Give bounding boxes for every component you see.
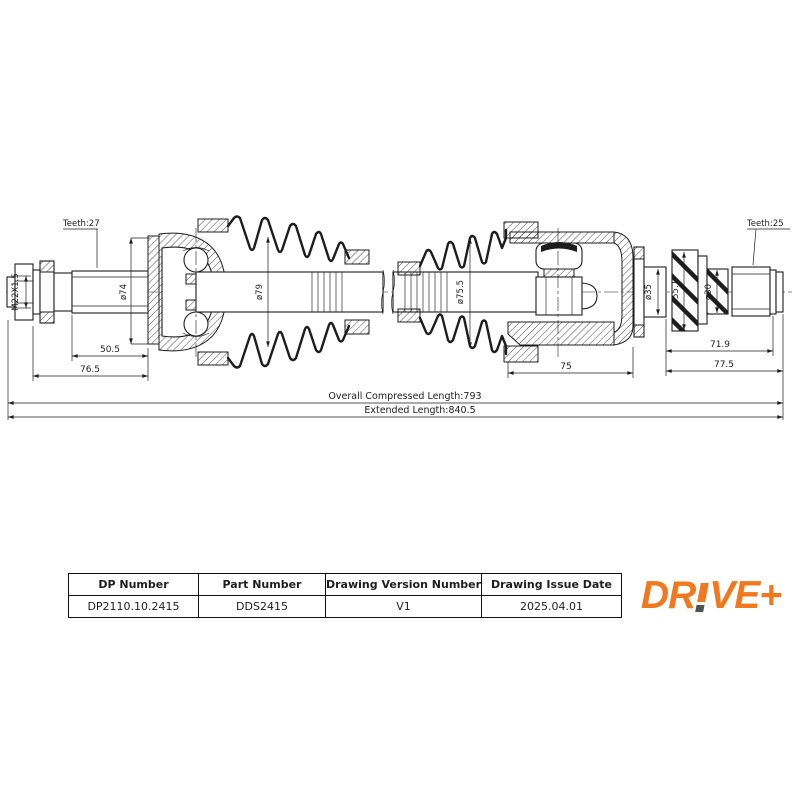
label-dia-55-1: ø55.1: [671, 280, 681, 304]
outer-cv-joint: [147, 218, 229, 366]
dim-76-5: 76.5: [80, 365, 100, 375]
label-teeth-left: Teeth:27: [62, 219, 100, 229]
value-dp-number: DP2110.10.2415: [68, 595, 199, 618]
dim-77-5: 77.5: [714, 360, 734, 370]
left-stub-and-nut: [6, 260, 149, 324]
inner-cv-boot: [397, 228, 508, 356]
value-part-number: DDS2415: [198, 595, 326, 618]
exclamation-icon: [695, 582, 710, 612]
technical-drawing: M22X1.5 ø74 ø79 ø75.5 ø35 ø55.1 ø30 Teet…: [6, 215, 792, 420]
title-block-table: DP Number Part Number Drawing Version Nu…: [68, 573, 622, 618]
intermediate-shaft: [195, 269, 539, 315]
header-drawing-version: Drawing Version Number: [325, 573, 482, 596]
logo-suffix: VE+: [709, 573, 782, 617]
label-dia-35: ø35: [644, 284, 654, 300]
teeth-callouts: Teeth:27 Teeth:25: [62, 219, 790, 268]
length-dimensions: 50.5 76.5 75 71.9 77.5 Overall Compresse…: [7, 314, 784, 420]
diameter-dimensions: M22X1.5 ø74 ø79 ø75.5 ø35 ø55.1 ø30: [11, 237, 719, 348]
dim-overall-compressed: Overall Compressed Length:793: [328, 391, 481, 402]
tripod-joint: [503, 221, 645, 363]
dim-extended-length: Extended Length:840.5: [364, 405, 475, 416]
label-dia-30: ø30: [704, 284, 714, 300]
header-part-number: Part Number: [198, 573, 326, 596]
outer-cv-boot: [226, 215, 370, 369]
drive-plus-logo: DR VE+: [628, 572, 794, 618]
label-dia-75-5: ø75.5: [456, 280, 466, 304]
dim-75: 75: [560, 362, 571, 372]
header-dp-number: DP Number: [68, 573, 199, 596]
value-drawing-version: V1: [325, 595, 482, 618]
label-dia-74: ø74: [119, 284, 129, 300]
logo-prefix: DR: [640, 573, 696, 617]
value-issue-date: 2025.04.01: [481, 595, 622, 618]
label-thread: M22X1.5: [11, 273, 21, 311]
header-issue-date: Drawing Issue Date: [481, 573, 622, 596]
dim-50-5: 50.5: [100, 345, 120, 355]
label-dia-79: ø79: [255, 284, 265, 300]
dim-71-9: 71.9: [710, 340, 730, 350]
label-teeth-right: Teeth:25: [746, 219, 784, 229]
